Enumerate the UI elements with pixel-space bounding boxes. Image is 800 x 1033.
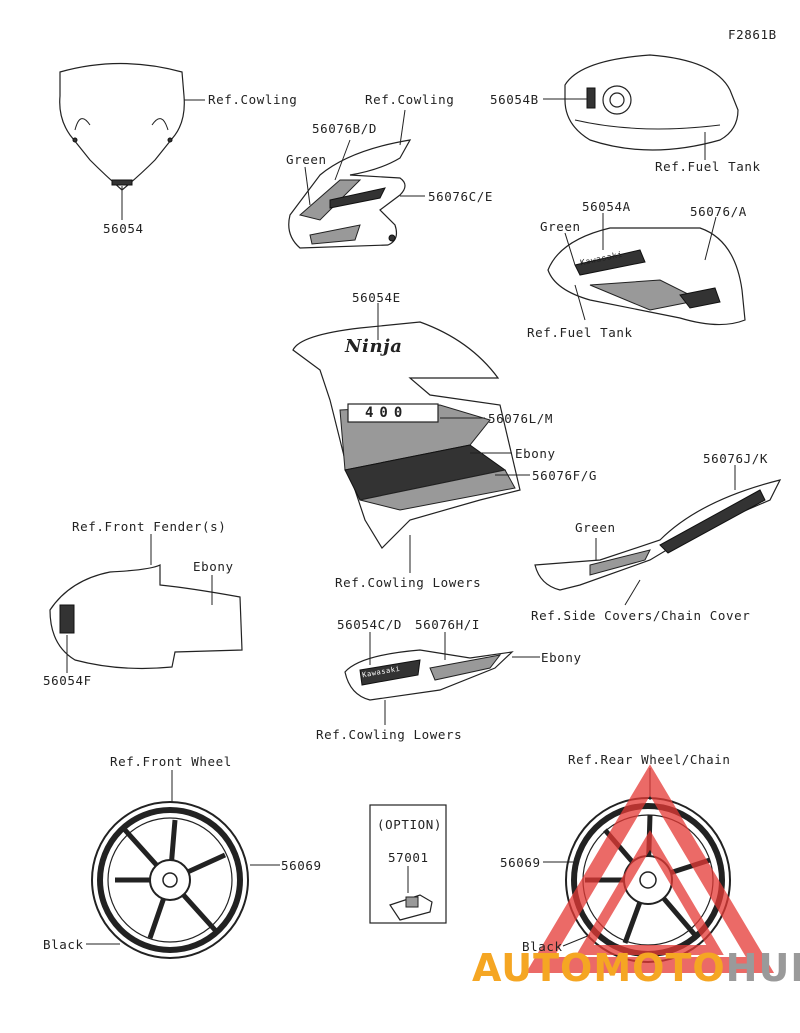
tankside-code1-label[interactable]: 56054A <box>582 199 631 214</box>
windshield[interactable] <box>59 62 205 221</box>
front-fender[interactable] <box>49 534 243 673</box>
fwheel-black-label: Black <box>43 937 84 952</box>
upper-ref-label: Ref.Cowling <box>365 92 455 107</box>
watermark-logo <box>525 764 775 973</box>
option-label: (OPTION) <box>377 817 443 832</box>
fender-ebony-label: Ebony <box>193 559 234 574</box>
upper-cowl[interactable] <box>288 109 425 249</box>
cowl-ebony-label: Ebony <box>515 446 556 461</box>
cowl-code1-label[interactable]: 56054E <box>352 290 401 305</box>
side-cowling[interactable] <box>292 303 530 573</box>
option-code-label[interactable]: 57001 <box>388 850 429 865</box>
tank-code-label[interactable]: 56054B <box>490 92 539 107</box>
tankside-code2-label[interactable]: 56076/A <box>690 204 747 219</box>
cowl-ref-label: Ref.Cowling Lowers <box>335 575 482 590</box>
upper-green-label: Green <box>286 152 327 167</box>
watermark-moto: MOTO <box>593 946 726 990</box>
watermark-text: AUTOMOTOHUB <box>472 946 800 990</box>
cowl-code3-label[interactable]: 56076F/G <box>532 468 598 483</box>
tankside-ref-label: Ref.Fuel Tank <box>527 325 633 340</box>
windshield-ref-label: Ref.Cowling <box>208 92 298 107</box>
cowl-code2-label[interactable]: 56076L/M <box>488 411 554 426</box>
lower-ref-label: Ref.Cowling Lowers <box>316 727 463 742</box>
option-box <box>369 804 447 924</box>
lower-cowl[interactable] <box>344 632 540 725</box>
upper-code2-label[interactable]: 56076C/E <box>428 189 494 204</box>
rwheel-code-label[interactable]: 56069 <box>500 855 541 870</box>
watermark-auto: AUTO <box>472 946 594 990</box>
figure-id: F2861B <box>728 27 777 42</box>
front-wheel[interactable] <box>86 770 280 959</box>
tail-green-label: Green <box>575 520 616 535</box>
lower-code1-label[interactable]: 56054C/D <box>337 617 403 632</box>
tail-ref-label: Ref.Side Covers/Chain Cover <box>531 608 751 623</box>
tankside-green-label: Green <box>540 219 581 234</box>
windshield-code-label[interactable]: 56054 <box>103 221 144 236</box>
tail-code-label[interactable]: 56076J/K <box>703 451 769 466</box>
fender-code-label[interactable]: 56054F <box>43 673 92 688</box>
fuel-tank[interactable] <box>543 54 739 160</box>
rwheel-ref-label: Ref.Rear Wheel/Chain <box>568 752 731 767</box>
lower-code2-label[interactable]: 56076H/I <box>415 617 481 632</box>
fender-ref-label: Ref.Front Fender(s) <box>72 519 227 534</box>
rwheel-black-label: Black <box>522 939 563 954</box>
fuel-tank-side[interactable] <box>547 213 746 326</box>
watermark-hub: HUB <box>725 946 800 990</box>
fwheel-ref-label: Ref.Front Wheel <box>110 754 232 769</box>
fwheel-code-label[interactable]: 56069 <box>281 858 322 873</box>
ninja-decal: Ninja <box>345 336 403 357</box>
tail-cowl[interactable] <box>534 465 782 606</box>
tank-ref-label: Ref.Fuel Tank <box>655 159 761 174</box>
lower-ebony-label: Ebony <box>541 650 582 665</box>
model-decal: 400 <box>365 405 409 421</box>
upper-code-label[interactable]: 56076B/D <box>312 121 378 136</box>
